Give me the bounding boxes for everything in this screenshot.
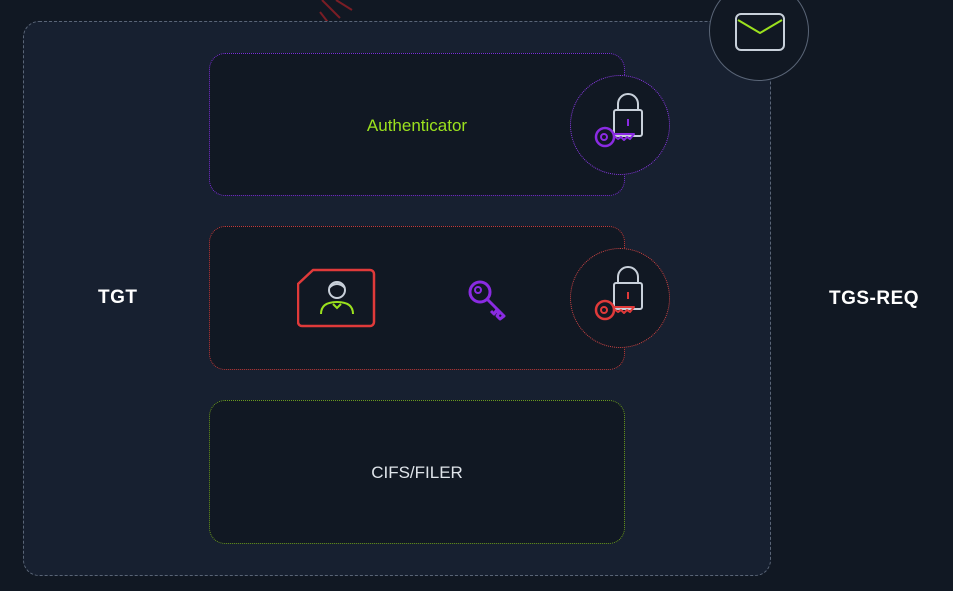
- tgt-label: TGT: [98, 287, 138, 308]
- tgs-req-label: TGS-REQ: [829, 288, 920, 309]
- lock-key-icon: [594, 266, 643, 321]
- tgt-lock-badge: [570, 248, 670, 348]
- lock-key-icon: [594, 93, 643, 148]
- user-id-card-icon: [297, 268, 376, 328]
- key-icon: [468, 280, 506, 321]
- authenticator-card: Authenticator: [209, 53, 625, 196]
- tgt-card: [209, 226, 625, 370]
- envelope-icon: [735, 13, 785, 51]
- service-label: CIFS/FILER: [371, 463, 463, 482]
- authenticator-lock-badge: [570, 75, 670, 175]
- authenticator-label: Authenticator: [366, 116, 468, 135]
- envelope-badge: [709, 0, 809, 81]
- service-card: CIFS/FILER: [209, 400, 625, 544]
